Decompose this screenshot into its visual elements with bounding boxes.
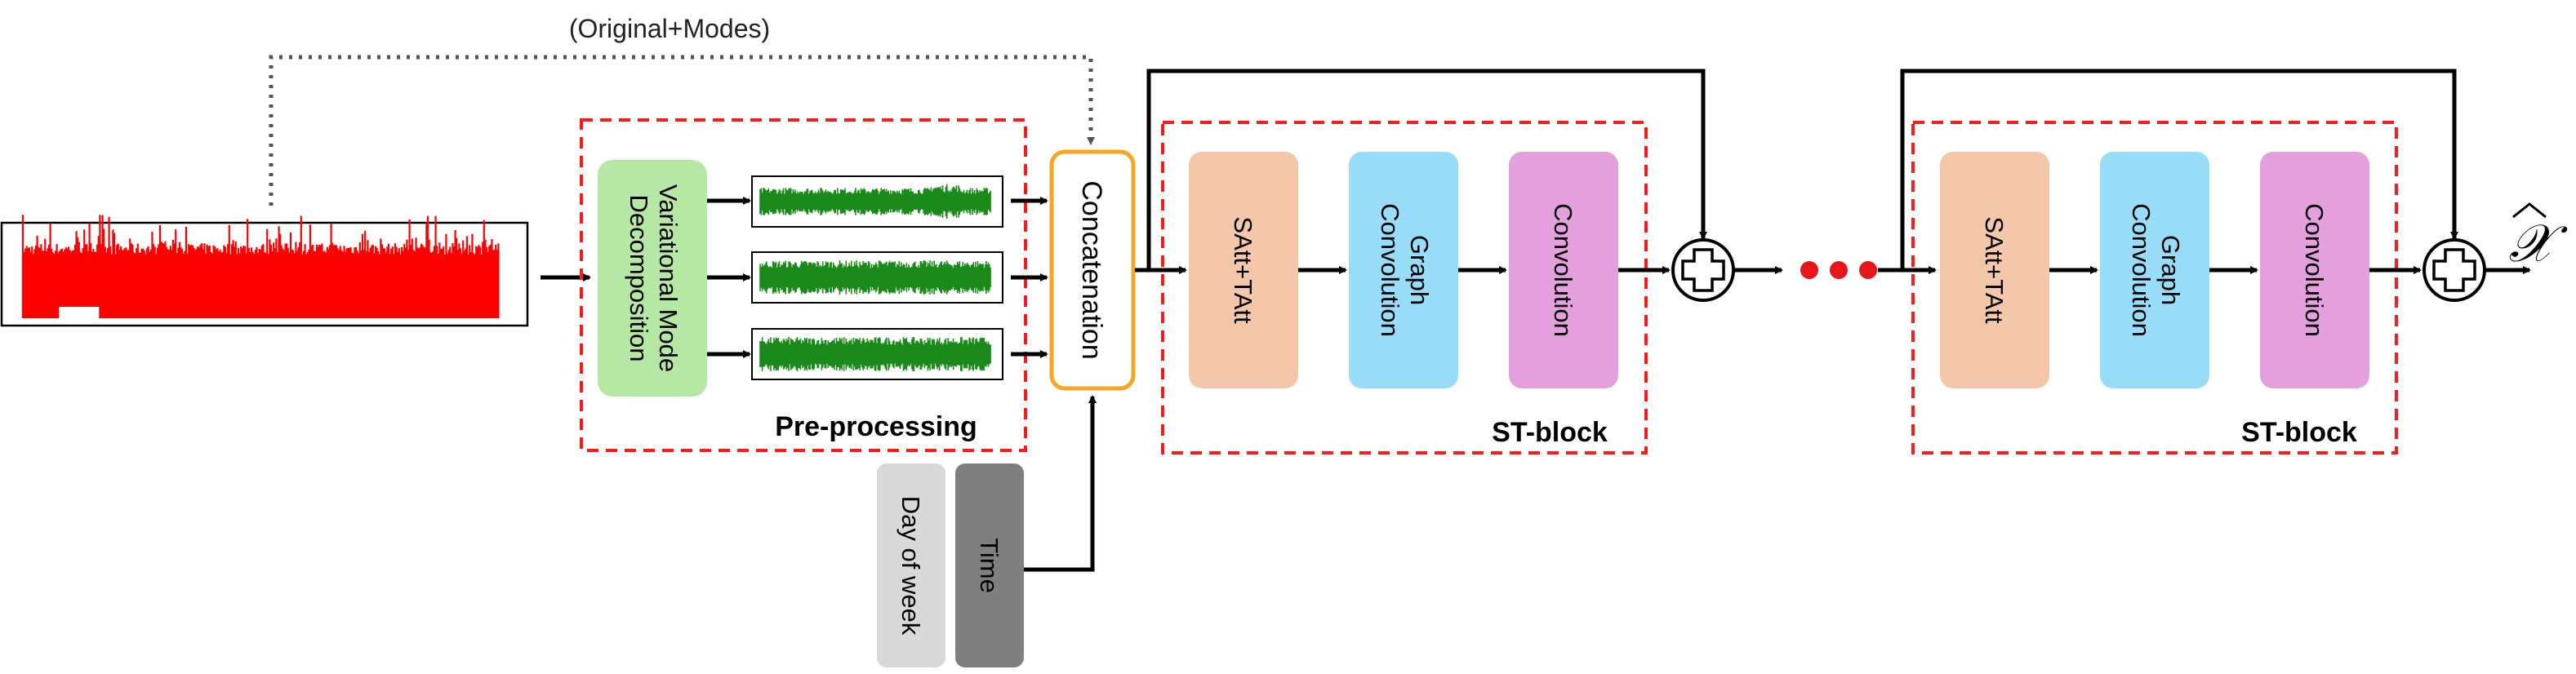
stblock1-label: ST-block — [1492, 417, 1608, 448]
mode1-signal-plot — [759, 184, 991, 219]
stblock1-boundary — [1161, 121, 1648, 455]
stblock2-satt-box — [1940, 152, 2049, 388]
vmd-box — [598, 160, 707, 397]
add-node-1 — [1671, 238, 1735, 302]
stblock2-graph-conv-line1: Graph — [2156, 235, 2185, 305]
stblock1-graph-conv-box — [1349, 152, 1458, 388]
day-of-week-label: Day of week — [896, 496, 925, 636]
stblock2-boundary — [1911, 121, 2398, 455]
time-label: Time — [975, 538, 1003, 593]
preprocessing-block-boundary — [580, 118, 1027, 452]
input-signal-trace — [21, 215, 500, 318]
stblock2-satt-label: SAtt+TAtt — [1980, 216, 2009, 324]
day-of-week-box — [877, 463, 945, 667]
stblock2-conv-label: Convolution — [2300, 203, 2329, 337]
original-modes-label: (Original+Modes) — [569, 14, 770, 43]
stblock2-conv-box — [2260, 152, 2369, 388]
stblock1-conv-label: Convolution — [1549, 203, 1577, 337]
stblock1-graph-conv-line2: Convolution — [1376, 203, 1404, 337]
concatenation-label: Concatenation — [1076, 180, 1107, 359]
stblock2-graph-conv-box — [2100, 152, 2209, 388]
mode2-signal-plot — [759, 260, 991, 295]
vmd-label-line2: Decomposition — [625, 194, 653, 361]
stblock1-satt-box — [1189, 152, 1298, 388]
vmd-label-line1: Variational Mode — [654, 184, 683, 372]
input-signal-plot — [21, 215, 500, 318]
mode3-trace — [759, 337, 991, 371]
output-label: 𝒳 — [2508, 214, 2568, 273]
add-node-2 — [2423, 238, 2486, 302]
original-modes-dotted-connector — [269, 55, 1095, 206]
residual-connection-2 — [1900, 69, 2458, 270]
concatenation-box — [1049, 149, 1136, 391]
output-hat — [2512, 202, 2547, 219]
mode1-trace — [759, 184, 991, 219]
stblock1-conv-box — [1509, 152, 1618, 388]
stblock2-graph-conv-line2: Convolution — [2127, 203, 2156, 337]
mode2-trace — [759, 260, 991, 295]
stblock1-graph-conv-line1: Graph — [1405, 235, 1434, 305]
stblock2-label: ST-block — [2241, 417, 2357, 448]
stblock1-satt-label: SAtt+TAtt — [1229, 216, 1257, 324]
preprocessing-label: Pre-processing — [775, 411, 977, 442]
ellipsis-dots — [1800, 261, 1877, 279]
time-to-concat-connector — [1024, 395, 1097, 572]
time-box — [955, 463, 1024, 667]
residual-connection-1 — [1146, 69, 1707, 270]
mode3-signal-plot — [759, 337, 991, 371]
